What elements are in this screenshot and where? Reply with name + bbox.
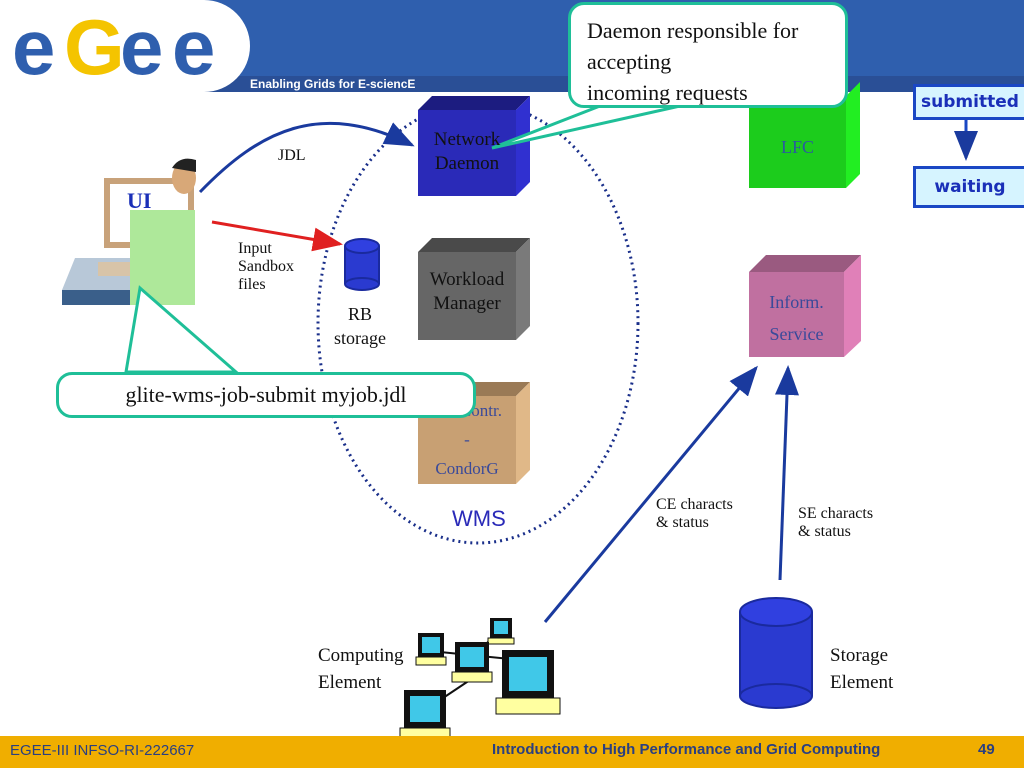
label-line: & status [656, 514, 709, 531]
daemon-callout: Daemon responsible for accepting incomin… [568, 2, 848, 108]
ce-status-arrow [543, 365, 758, 623]
tagline: Enabling Grids for E-sciencE [250, 77, 416, 91]
rb-storage-label: RB storage [334, 302, 386, 350]
label-line: Inform. [769, 292, 824, 312]
computing-element-label: Computing Element [318, 642, 404, 696]
jdl-arrow [198, 121, 415, 194]
callout-line: Daemon responsible for [587, 18, 799, 43]
se-status-label: SE characts & status [798, 505, 873, 541]
rb-storage-icon [344, 238, 380, 291]
label-line: Storage [830, 645, 889, 666]
label-line: storage [334, 328, 386, 348]
footer-project-id: EGEE-III INFSO-RI-222667 [10, 742, 195, 759]
input-sandbox-arrow [211, 220, 343, 252]
jdl-label: JDL [278, 147, 306, 164]
ce-status-label: CE characts & status [656, 496, 733, 532]
label-line: Computing [318, 645, 404, 666]
label-line: Manager [433, 293, 501, 314]
label-line: CondorG [435, 459, 499, 478]
label-line: SE characts [798, 505, 874, 522]
lfc-cube [749, 82, 860, 188]
se-status-arrow [774, 365, 799, 581]
label-line: RB [347, 304, 372, 324]
computing-element-icon [399, 618, 561, 739]
label-line: Daemon [434, 153, 500, 174]
logo-letter: G [64, 3, 125, 91]
label-line: Network [433, 129, 501, 150]
label-line: Input [238, 240, 272, 257]
state-submitted: submitted [913, 84, 1024, 120]
logo-letter: e [120, 3, 164, 91]
label-line: Sandbox [238, 258, 294, 275]
storage-element-label: Storage Element [830, 642, 893, 696]
footer-bar [0, 736, 1024, 768]
logo-letter: e [12, 3, 56, 91]
command-callout: glite-wms-job-submit myjob.jdl [56, 372, 476, 418]
egee-logo: e G e e [0, 0, 250, 92]
label-line: Workload [429, 269, 505, 290]
wms-label: WMS [452, 506, 506, 531]
page-number: 49 [978, 741, 995, 758]
storage-element-icon [739, 597, 813, 709]
input-sandbox-label: Input Sandbox files [238, 240, 294, 294]
footer-course-title: Introduction to High Performance and Gri… [492, 741, 881, 758]
ui-workstation-icon [62, 158, 196, 305]
information-service-label: Inform. Service [749, 286, 844, 350]
workload-manager-label: Workload Manager [418, 268, 516, 316]
label-line: Element [318, 672, 382, 693]
state-waiting: waiting [913, 166, 1024, 208]
label-line: Element [830, 672, 894, 693]
logo-letter: e [172, 3, 216, 91]
workload-manager-cube [418, 238, 530, 340]
callout-line: accepting [587, 49, 672, 74]
label-line: files [238, 276, 266, 293]
label-line: - [464, 430, 470, 449]
lfc-label: LFC [780, 137, 814, 157]
network-daemon-cube [418, 96, 530, 196]
information-service-cube [749, 255, 861, 357]
callout-line: incoming requests [587, 80, 748, 105]
label-line: & status [798, 523, 851, 540]
label-line: Service [769, 324, 824, 344]
ui-label: UI [127, 188, 152, 213]
label-line: CE characts [656, 496, 733, 513]
network-daemon-label: Network Daemon [418, 128, 516, 176]
